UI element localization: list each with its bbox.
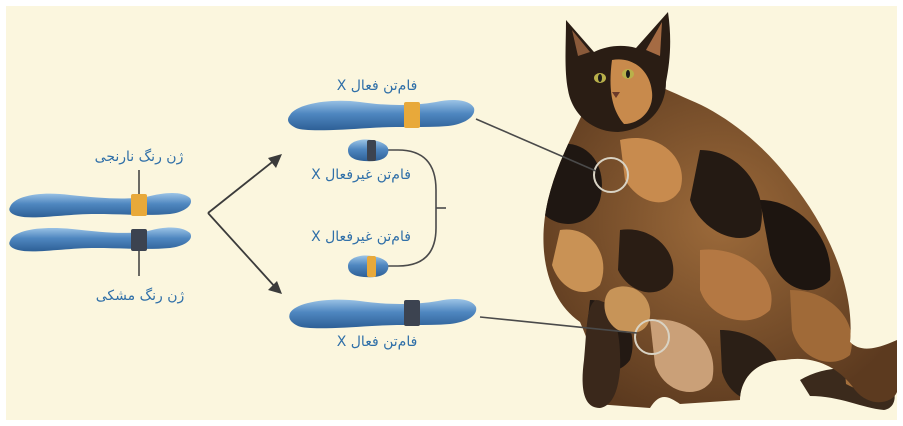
focus-circle-orange-patch [593, 157, 629, 193]
orange-gene-label: ژن رنگ نارنجی [94, 149, 184, 165]
inactive-x-lower-orange-band [367, 256, 376, 277]
inactive-x-lower-label: فام‌تن غیرفعال X [311, 229, 411, 245]
arrow-up-head [268, 154, 282, 168]
active-x-top-label: فام‌تن فعال X [336, 78, 418, 94]
active-x-top-orange-band [404, 102, 420, 128]
arrow-up-line [207, 158, 277, 214]
black-gene-label: ژن رنگ مشکی [95, 288, 185, 304]
chromosome-left-bottom [9, 227, 192, 252]
active-x-bottom-black-band [404, 300, 420, 326]
parent-chromosome-pair [9, 170, 192, 276]
inactive-x-upper-black-band [367, 140, 376, 161]
active-x-bottom-label: فام‌تن فعال X [336, 334, 418, 350]
cat-ear-inner-left [572, 30, 590, 56]
active-x-chromosome-top [288, 100, 475, 131]
chromosome-left-top [9, 193, 192, 218]
inactive-x-chromosome-upper [348, 139, 389, 162]
pointer-line-active-top [475, 118, 597, 172]
arrow-down-head [268, 281, 282, 294]
cat-face-patch [610, 59, 653, 124]
cat-ear-inner-right [646, 22, 662, 56]
active-x-chromosome-bottom [289, 299, 477, 329]
tortoiseshell-cat-illustration [543, 12, 897, 410]
pointer-line-active-bottom [479, 316, 638, 334]
cat-nose [612, 92, 620, 98]
cat-front-paw-raised [604, 286, 651, 334]
black-color-gene-band [131, 229, 147, 251]
arrow-down-line [207, 212, 277, 289]
cat-front-leg [582, 300, 621, 408]
inactive-x-upper-label: فام‌تن غیرفعال X [311, 167, 411, 183]
orange-color-gene-band [131, 194, 147, 216]
focus-circle-black-patch [634, 319, 670, 355]
cat-pupil-left [598, 74, 602, 82]
inactive-bracket [386, 149, 437, 267]
inactive-x-chromosome-lower [348, 255, 389, 278]
cat-pupil-right [626, 70, 630, 78]
